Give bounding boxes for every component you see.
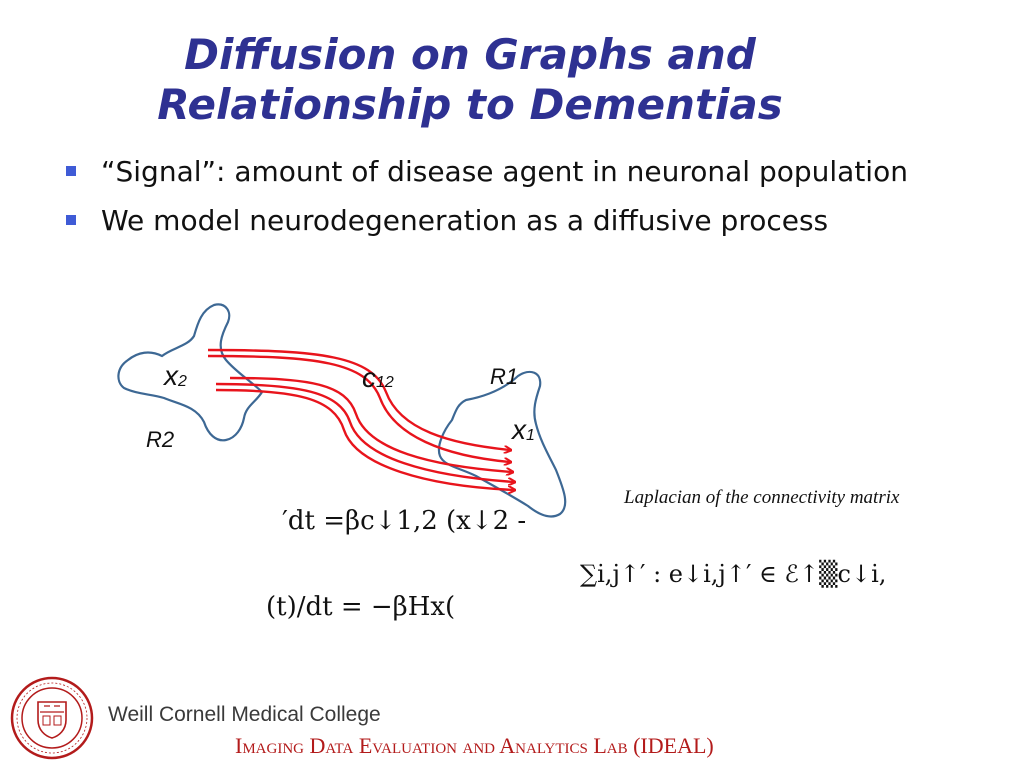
x2-sub: 2	[177, 373, 187, 390]
slide-title-line-1: Diffusion on Graphs and	[184, 30, 756, 79]
region-r2-label: R2	[146, 427, 174, 452]
x2-label: x2	[162, 360, 187, 391]
bullet-square-icon	[66, 166, 76, 176]
x1-var: x	[510, 414, 527, 445]
diffusion-arrows	[207, 348, 514, 490]
bullet-item: We model neurodegeneration as a diffusiv…	[64, 201, 1014, 241]
lab-name: Imaging Data Evaluation and Analytics La…	[235, 733, 714, 758]
arrow-path	[207, 354, 510, 462]
bullet-square-icon	[66, 215, 76, 225]
bullet-text: “Signal”: amount of disease agent in neu…	[101, 155, 908, 188]
cornell-seal-icon	[10, 676, 94, 760]
region-r2-outline	[117, 303, 264, 442]
equation-network-diffusion: (t)/dt = −βHx(	[266, 592, 456, 622]
region-r1-outline	[437, 370, 567, 518]
slide-title: Diffusion on Graphs and Relationship to …	[60, 30, 880, 130]
x2-var: x	[162, 360, 179, 391]
college-name: Weill Cornell Medical College	[108, 703, 381, 726]
bullet-list: “Signal”: amount of disease agent in neu…	[64, 152, 1014, 250]
c12-var: c	[362, 362, 376, 393]
c12-label: c12	[362, 362, 394, 393]
x1-label: x1	[510, 414, 535, 445]
laplacian-caption: Laplacian of the connectivity matrix	[624, 487, 900, 508]
region-r1-label: R1	[490, 364, 518, 389]
bullet-item: “Signal”: amount of disease agent in neu…	[64, 152, 1014, 192]
equation-diffusion-pair: ′dt =βc↓1,2 (x↓2 -	[282, 506, 527, 536]
arrow-path	[207, 348, 510, 450]
x1-sub: 1	[526, 427, 535, 444]
bullet-text: We model neurodegeneration as a diffusiv…	[101, 204, 829, 237]
arrow-path	[215, 382, 514, 482]
equation-laplacian-definition: ∑i,j↑′ : e↓i,j↑′ ∈ ℰ↑▒c↓i,	[580, 560, 887, 588]
slide-title-line-2: Relationship to Dementias	[157, 80, 783, 129]
arrow-path	[215, 388, 514, 490]
arrow-path	[229, 376, 512, 472]
c12-sub: 12	[376, 374, 394, 391]
